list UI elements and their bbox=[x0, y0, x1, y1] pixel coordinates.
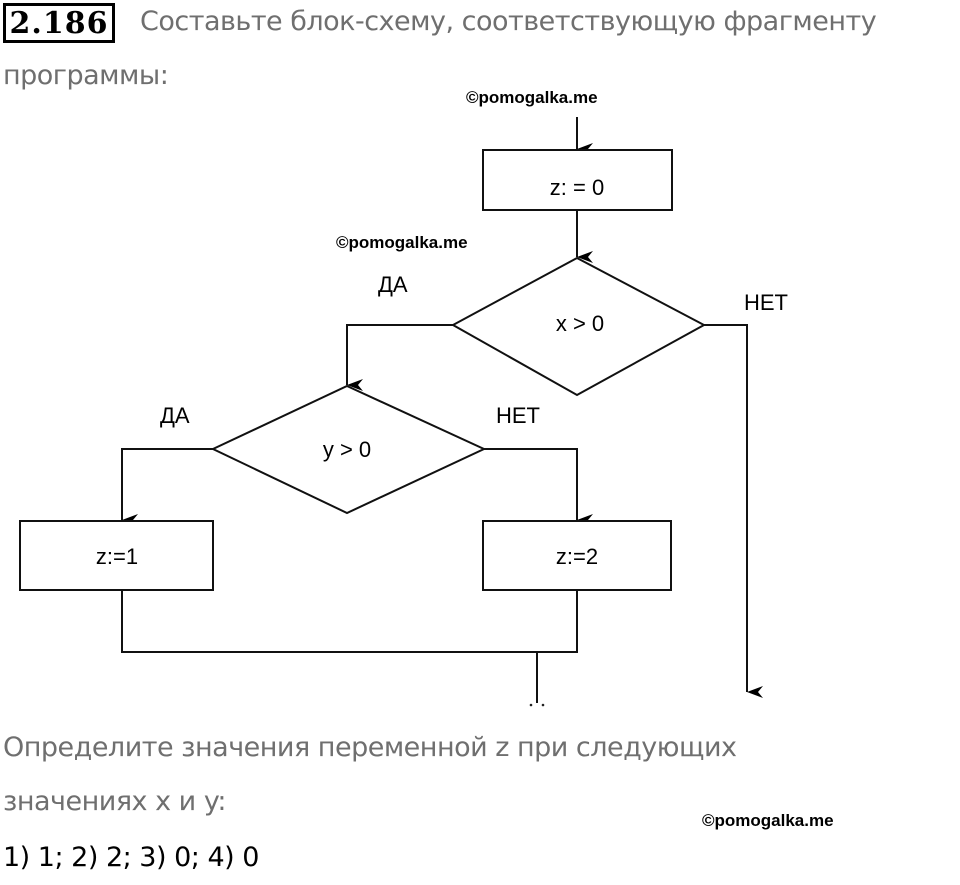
start-block-shape bbox=[482, 149, 673, 211]
watermark-middle: ©pomogalka.me bbox=[336, 233, 468, 252]
question-line1: Определите значения переменной z при сле… bbox=[3, 732, 737, 763]
answer: 1) 1; 2) 2; 3) 0; 4) 0 bbox=[3, 842, 259, 873]
condition1-no-label: НЕТ bbox=[744, 290, 788, 315]
problem-number: 2.186 bbox=[3, 3, 115, 43]
start-block-label: z: = 0 bbox=[550, 175, 604, 200]
no-block-label: z:=2 bbox=[556, 544, 598, 569]
problem-statement-line2: программы: bbox=[3, 60, 169, 91]
condition2-no-label: НЕТ bbox=[496, 403, 540, 428]
condition2-label: y > 0 bbox=[323, 437, 371, 462]
yes-block-label: z:=1 bbox=[96, 544, 138, 569]
condition2-no-line bbox=[484, 448, 593, 526]
condition1-no-line bbox=[704, 324, 763, 698]
merge-line bbox=[121, 590, 578, 653]
question-line2: значениях x и y: bbox=[3, 786, 226, 817]
problem-statement-line1: Составьте блок-схему, соответствующую фр… bbox=[140, 6, 877, 37]
condition1-yes-line bbox=[346, 324, 453, 391]
yes-block-shape bbox=[19, 520, 214, 591]
condition1-diamond bbox=[450, 256, 707, 397]
condition1-label: x > 0 bbox=[556, 311, 604, 336]
condition2-yes-line bbox=[121, 448, 213, 526]
condition1-yes-label: ДА bbox=[378, 272, 408, 297]
watermark-bottom: ©pomogalka.me bbox=[702, 811, 834, 830]
condition2-diamond bbox=[210, 384, 487, 515]
condition2-yes-label: ДА bbox=[160, 403, 190, 428]
watermark-top: ©pomogalka.me bbox=[466, 88, 598, 107]
no-block-shape bbox=[482, 520, 672, 591]
